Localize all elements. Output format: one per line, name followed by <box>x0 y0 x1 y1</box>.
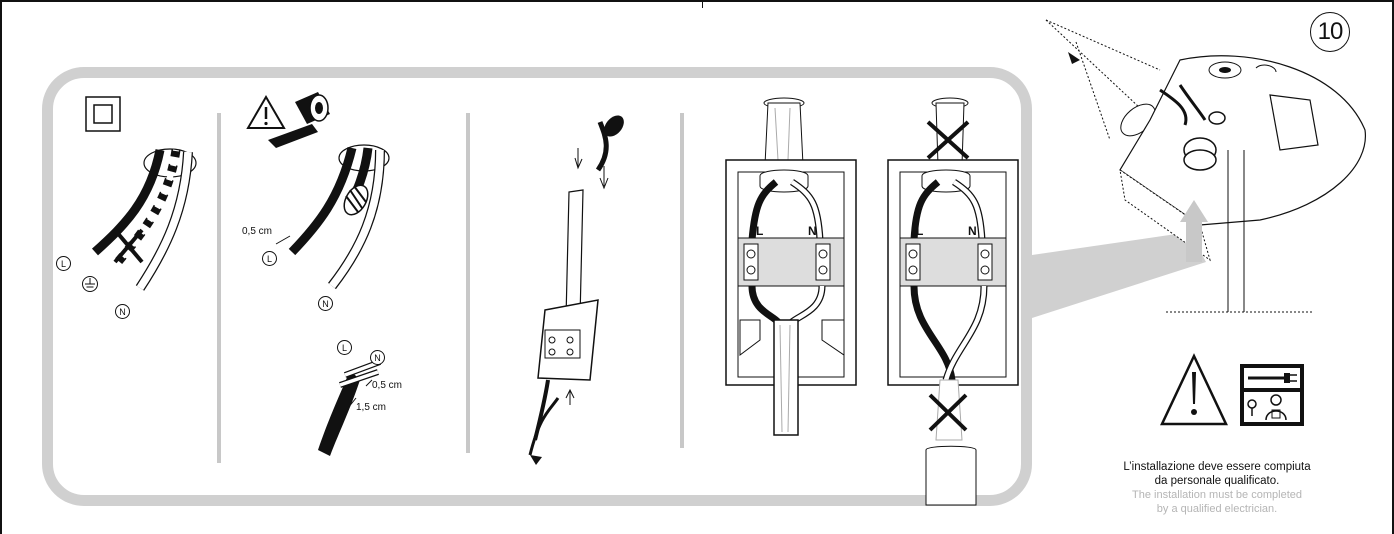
qualified-electrician-icon <box>1240 364 1304 426</box>
sheath-length-label: 1,5 cm <box>356 402 387 413</box>
terminal-block-correct <box>725 97 857 436</box>
insulating-tape-icon <box>268 92 330 148</box>
instruction-panel <box>42 67 1032 506</box>
live-wire-marker: L <box>337 340 352 355</box>
terminal-block-incorrect <box>887 97 1019 506</box>
step-divider-2 <box>466 113 470 453</box>
caption-english-line-2: by a qualified electrician. <box>1156 503 1278 515</box>
terminal-L-label: L <box>916 224 924 238</box>
step-divider-1 <box>217 113 221 463</box>
center-tick <box>702 0 703 8</box>
terminal-N-label: N <box>808 224 817 238</box>
caption-english-line-1: The installation must be completed <box>1132 489 1302 501</box>
caption-italian-line-2: da personale qualificato. <box>1154 475 1280 487</box>
terminal-N-label: N <box>968 224 977 238</box>
top-rule <box>0 0 1394 2</box>
page-number: 10 <box>1310 12 1350 52</box>
live-wire-marker: L <box>56 256 71 271</box>
live-wire-marker: L <box>262 251 277 266</box>
caption-italian-line-1: L’installazione deve essere compiuta <box>1123 461 1311 473</box>
strip-length-label: 0,5 cm <box>372 380 403 391</box>
installer-caption: L’installazione deve essere compiuta da … <box>1092 460 1342 516</box>
neutral-wire-marker: N <box>318 296 333 311</box>
neutral-wire-marker: N <box>370 350 385 365</box>
double-insulation-icon <box>85 96 121 132</box>
right-edge <box>1392 0 1394 534</box>
terminal-L-label: L <box>756 224 764 238</box>
left-edge <box>0 0 2 534</box>
warning-triangle-icon <box>1160 353 1228 426</box>
step-divider-3 <box>680 113 684 448</box>
neutral-wire-marker: N <box>115 304 130 319</box>
warning-triangle-icon <box>246 95 286 129</box>
strip-length-label: 0,5 cm <box>242 226 273 237</box>
